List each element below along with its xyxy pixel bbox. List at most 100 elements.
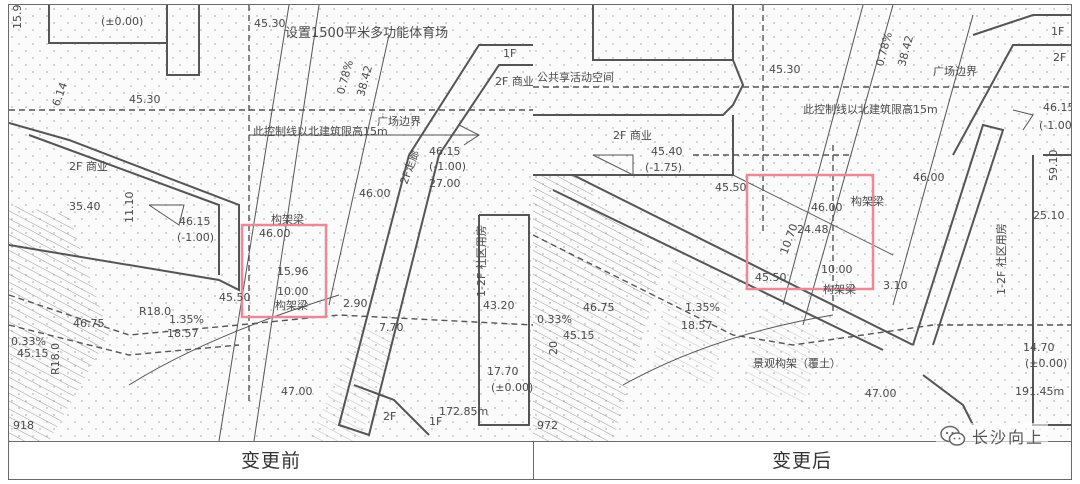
- caption-before: 变更前: [240, 450, 301, 472]
- label-fl2-biz: 2F 商业: [69, 159, 108, 173]
- label-fl12: 1-2F 社区用房: [474, 225, 488, 297]
- label-n290: 2.90: [343, 297, 368, 310]
- panel-before: 15.9 (±0.00) 45.30 设置1500平米多功能体育场 45.30 …: [9, 5, 534, 441]
- label-n4600b: 46.00: [359, 187, 391, 200]
- label-struct-beam: 构架梁: [271, 212, 304, 226]
- label-n1857: 18.57: [167, 327, 199, 340]
- watermark: 长沙向上: [935, 423, 1048, 449]
- label-pm000-top: (±0.00): [101, 15, 143, 28]
- label-n4515: 45.15: [17, 347, 49, 360]
- label-sub100: (-1.00): [177, 231, 214, 244]
- label-square-edge: 广场边界: [933, 64, 977, 78]
- label-n972: 972: [537, 419, 558, 432]
- label-ctrl-line: 此控制线以北建筑限高15m: [803, 102, 938, 116]
- label-top-elev: 45.30: [254, 17, 286, 30]
- label-ctrl-line: 此控制线以北建筑限高15m: [253, 124, 388, 138]
- building-outlines: [9, 5, 533, 437]
- label-n2700: 27.00: [429, 177, 461, 190]
- label-elev4550: 45.50: [219, 291, 251, 304]
- wechat-icon: [940, 425, 966, 446]
- label-slope033: 0.33%: [11, 335, 46, 348]
- label-n1857: 18.57: [681, 319, 713, 332]
- label-sub100b: (-1.00): [429, 160, 466, 173]
- label-n1470: 14.70: [1023, 341, 1055, 354]
- label-elev4615: 46.15: [1043, 101, 1071, 114]
- road-dashed-lines: [533, 5, 1071, 346]
- label-beam-low: 景观构架（覆土）: [753, 356, 841, 370]
- label-elev4615: 46.15: [179, 215, 211, 228]
- label-fl2-biz: 2F 商业: [613, 128, 652, 142]
- label-public: 公共享活动空间: [537, 70, 614, 84]
- label-slope135: 1.35%: [169, 313, 204, 326]
- label-n20: 20: [547, 341, 560, 355]
- hatched-area-left: [533, 175, 663, 441]
- label-struct-beam: 构架梁: [851, 194, 884, 208]
- panel-after: 45.30 0.78% 38.42 广场边界 公共享活动空间 1F 2F 此控制…: [533, 5, 1071, 441]
- label-struct-beam2: 构架梁: [275, 298, 308, 312]
- site-plan-after: 45.30 0.78% 38.42 广场边界 公共享活动空间 1F 2F 此控制…: [533, 5, 1071, 441]
- label-n770: 7.70: [379, 321, 404, 334]
- label-struct-beam2: 构架梁: [823, 282, 856, 296]
- label-elev4675: 46.75: [583, 301, 615, 314]
- label-n918: 918: [13, 419, 34, 432]
- label-n4320: 43.20: [483, 299, 515, 312]
- label-fl1: 1F: [1051, 25, 1064, 38]
- label-n4515: 45.15: [563, 329, 595, 342]
- label-n1000: 10.00: [277, 285, 309, 298]
- label-r18b: R18.0: [49, 343, 62, 375]
- label-num-159: 15.9: [11, 5, 24, 29]
- watermark-text: 长沙向上: [971, 428, 1044, 447]
- label-fl12: 1-2F 社区用房: [994, 223, 1008, 295]
- label-n2: 2F: [383, 410, 396, 423]
- label-n191: 191.45m: [1015, 385, 1064, 398]
- label-n5910: 59.10: [1047, 150, 1060, 182]
- dotted-ground: [9, 5, 533, 441]
- label-slope135: 1.35%: [685, 301, 720, 314]
- label-fl2-biz-right: 2F 商业: [495, 74, 533, 88]
- label-elev4700: 47.00: [281, 385, 313, 398]
- label-elev4700: 47.00: [865, 387, 897, 400]
- label-n1f: 1F: [429, 415, 442, 428]
- label-n3540: 35.40: [69, 200, 101, 213]
- label-slope033: 0.33%: [537, 313, 572, 326]
- label-elev4550b: 45.50: [755, 271, 787, 284]
- label-n1596: 15.96: [277, 265, 309, 278]
- label-r18: R18.0: [139, 305, 171, 318]
- site-plan-before: 15.9 (±0.00) 45.30 设置1500平米多功能体育场 45.30 …: [9, 5, 533, 441]
- label-n2448: 24.48: [797, 223, 829, 236]
- label-elev4675: 46.75: [73, 317, 105, 330]
- thin-lines: [128, 5, 480, 441]
- label-elev4615b: 46.15: [429, 145, 461, 158]
- label-sub100: (-1.00): [1039, 119, 1071, 132]
- road-dashed-lines: [9, 5, 533, 405]
- comparison-figure: 15.9 (±0.00) 45.30 设置1500平米多功能体育场 45.30 …: [8, 4, 1072, 480]
- label-n310: 3.10: [883, 279, 908, 292]
- label-fl1: 1F: [503, 47, 516, 60]
- highlight-box-before: [240, 223, 328, 319]
- highlight-box-after: [745, 173, 875, 291]
- caption-after: 变更后: [771, 450, 832, 472]
- label-fl2: 2F: [1053, 51, 1066, 64]
- label-sub175: (-1.75): [645, 161, 682, 174]
- label-n4600a: 46.00: [811, 201, 843, 214]
- label-elev-4530: 45.30: [129, 93, 161, 106]
- hatched-area-left: [9, 205, 109, 441]
- label-n4600b: 46.00: [913, 171, 945, 184]
- label-n172: 172.85m: [439, 405, 488, 418]
- label-elev4530: 45.30: [769, 63, 801, 76]
- caption-cell-before: 变更前: [9, 441, 534, 480]
- hatched-area-mid: [653, 255, 733, 385]
- label-top-note: 设置1500平米多功能体育场: [285, 25, 448, 41]
- label-elev4540: 45.40: [651, 145, 683, 158]
- label-n1000: 10.00: [821, 263, 853, 276]
- label-elev4550: 45.50: [715, 181, 747, 194]
- caption-cell-after: 变更后: [533, 441, 1071, 480]
- label-square-edge: 广场边界: [377, 114, 421, 128]
- label-pm000b: (±0.00): [491, 381, 533, 394]
- label-n2510: 25.10: [1033, 209, 1065, 222]
- label-n1770: 17.70: [487, 365, 519, 378]
- label-pm000: (±0.00): [1025, 357, 1067, 370]
- hatched-area-mid: [309, 325, 399, 441]
- label-n4600a: 46.00: [259, 227, 291, 240]
- label-n1110: 11.10: [123, 192, 136, 224]
